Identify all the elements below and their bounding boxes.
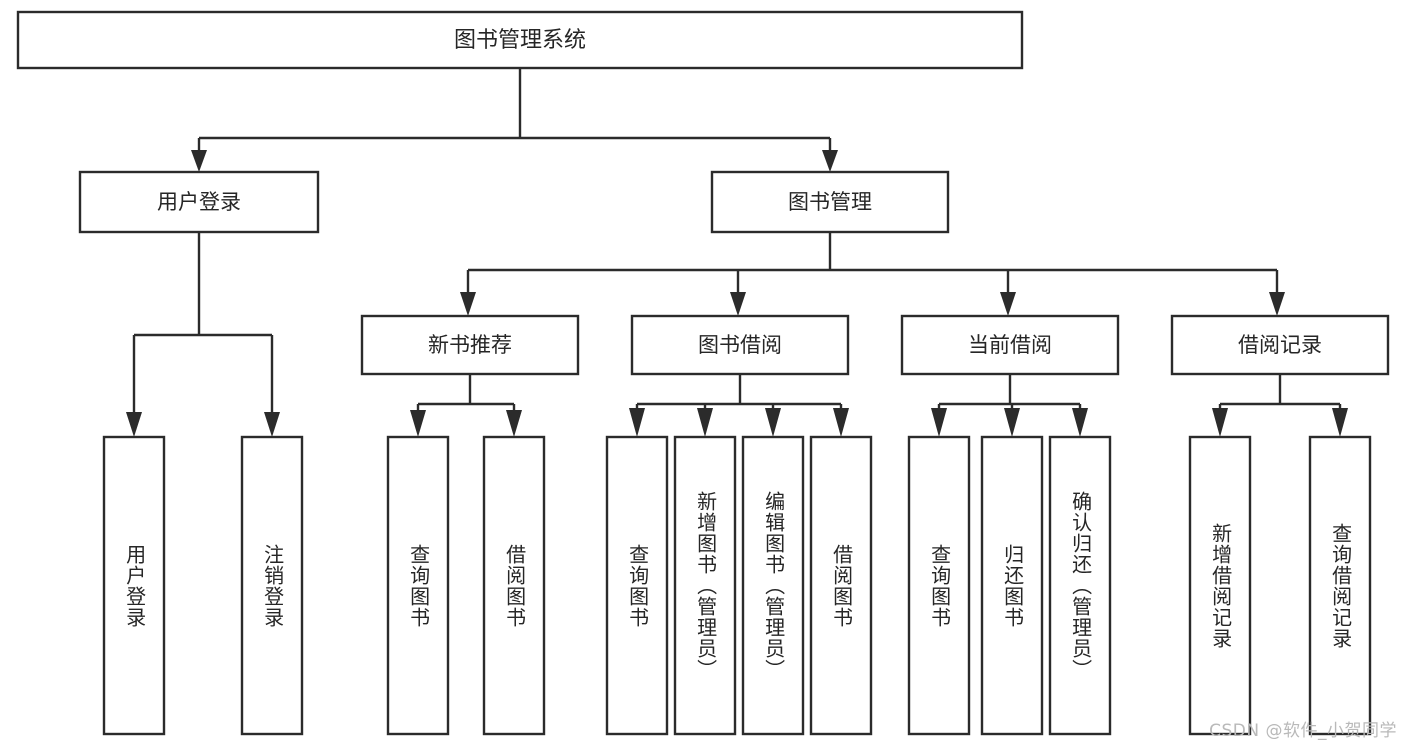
node-borrow-records-label: 借阅记录: [1238, 333, 1322, 357]
arrowhead-leaf-return-books: [1004, 408, 1020, 437]
leaf-box-confirm-return-admin[interactable]: [1048, 435, 1112, 736]
connector-group-current-borrow: [931, 374, 1088, 437]
arrowhead-leaf-confirm-return-admin: [1072, 408, 1088, 437]
connector-group-user-login: [126, 232, 280, 437]
leaf-box-query-books-2[interactable]: [605, 435, 669, 736]
arrowhead-current-borrow: [1000, 292, 1016, 316]
node-current-borrow[interactable]: 当前借阅: [900, 314, 1120, 376]
arrowhead-book-management: [822, 150, 838, 172]
node-new-book-recommend-box[interactable]: [360, 314, 580, 376]
connector-group-new-book-recommend: [410, 374, 522, 437]
connector-group-book-management: [460, 232, 1285, 316]
node-book-management[interactable]: 图书管理: [710, 170, 950, 234]
connector-group-borrow-records: [1212, 374, 1348, 437]
arrowhead-leaf-logout-login: [264, 412, 280, 437]
leaf-box-logout-login[interactable]: [240, 435, 304, 736]
arrowhead-leaf-query-books-2: [629, 408, 645, 437]
node-book-management-label: 图书管理: [788, 190, 872, 214]
arrowhead-new-book-recommend: [460, 292, 476, 316]
node-borrow-records-box[interactable]: [1170, 314, 1390, 376]
leaf-box-query-books-3[interactable]: [907, 435, 971, 736]
arrowhead-leaf-user-login: [126, 412, 142, 437]
leaf-boxes: [102, 435, 1372, 736]
arrowhead-borrow-records: [1269, 292, 1285, 316]
arrowhead-leaf-query-borrow-record: [1332, 408, 1348, 437]
node-current-borrow-box[interactable]: [900, 314, 1120, 376]
node-root[interactable]: 图书管理系统: [16, 10, 1024, 70]
node-borrow-records[interactable]: 借阅记录: [1170, 314, 1390, 376]
node-book-borrow-label: 图书借阅: [698, 333, 782, 357]
csdn-watermark: CSDN @软件_小贺同学: [1209, 721, 1397, 741]
node-root-label: 图书管理系统: [454, 28, 586, 53]
arrowhead-user-login: [191, 150, 207, 172]
leaf-box-return-books[interactable]: [980, 435, 1044, 736]
node-new-book-recommend[interactable]: 新书推荐: [360, 314, 580, 376]
arrowhead-book-borrow: [730, 292, 746, 316]
arrowhead-leaf-edit-book-admin: [765, 408, 781, 437]
node-user-login[interactable]: 用户登录: [78, 170, 320, 234]
node-book-borrow[interactable]: 图书借阅: [630, 314, 850, 376]
arrowhead-leaf-borrow-books-2: [833, 408, 849, 437]
leaf-box-add-book-admin[interactable]: [673, 435, 737, 736]
node-root-box[interactable]: [16, 10, 1024, 70]
leaf-box-edit-book-admin[interactable]: [741, 435, 805, 736]
arrowhead-leaf-add-borrow-record: [1212, 408, 1228, 437]
arrowhead-leaf-query-books-1: [410, 410, 426, 437]
node-book-management-box[interactable]: [710, 170, 950, 234]
leaf-box-add-borrow-record[interactable]: [1188, 435, 1252, 736]
arrowhead-leaf-add-book-admin: [697, 408, 713, 437]
node-user-login-label: 用户登录: [157, 190, 241, 214]
node-new-book-recommend-label: 新书推荐: [428, 333, 512, 357]
leaf-box-query-borrow-record[interactable]: [1308, 435, 1372, 736]
leaf-box-query-books-1[interactable]: [386, 435, 450, 736]
arrowhead-leaf-query-books-3: [931, 408, 947, 437]
leaf-box-borrow-books-2[interactable]: [809, 435, 873, 736]
connector-group-root: [191, 68, 838, 172]
arrowhead-leaf-borrow-books-1: [506, 410, 522, 437]
connector-group-book-borrow: [629, 374, 849, 437]
leaf-box-user-login[interactable]: [102, 435, 166, 736]
node-current-borrow-label: 当前借阅: [968, 333, 1052, 357]
node-book-borrow-box[interactable]: [630, 314, 850, 376]
node-user-login-box[interactable]: [78, 170, 320, 234]
leaf-box-borrow-books-1[interactable]: [482, 435, 546, 736]
